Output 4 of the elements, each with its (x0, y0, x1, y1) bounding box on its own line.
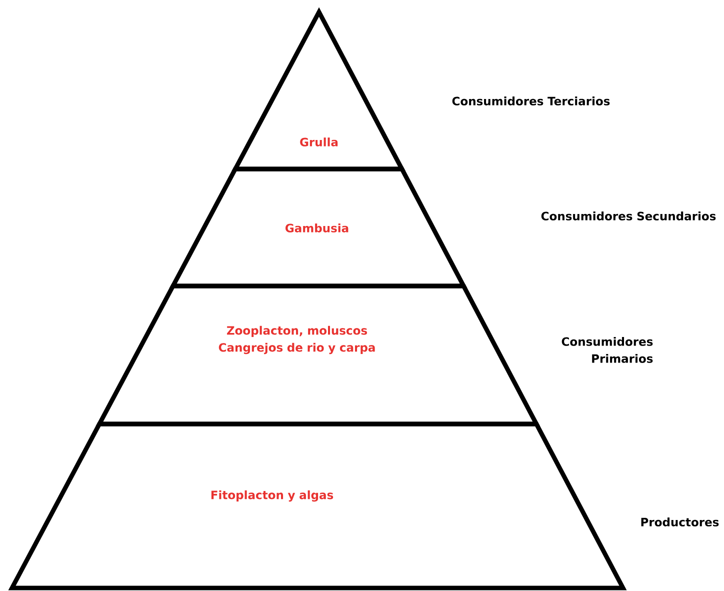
level-label: Consumidores Secundarios (541, 212, 716, 220)
level-label: Productores (641, 518, 719, 526)
level-label: Consumidores Primarios (562, 337, 653, 363)
level-label: Consumidores Terciarios (452, 96, 610, 106)
